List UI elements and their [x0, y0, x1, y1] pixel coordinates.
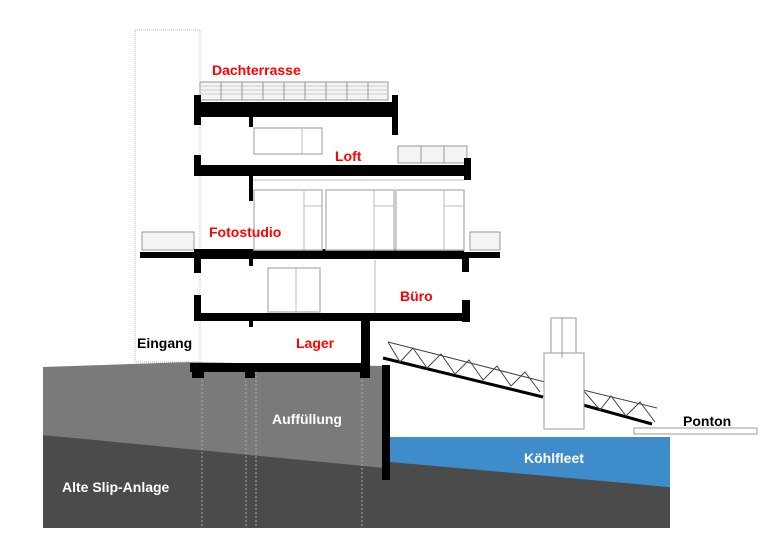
building-structure	[140, 95, 500, 480]
gangway-truss	[382, 341, 658, 426]
roof-railing	[199, 81, 389, 101]
label-roof-terrace: Dachterrasse	[212, 62, 301, 78]
label-old-slipway: Alte Slip-Anlage	[62, 479, 170, 495]
label-office: Büro	[400, 288, 433, 304]
label-fill: Auffüllung	[272, 411, 342, 427]
label-loft: Loft	[335, 148, 362, 164]
windows	[253, 127, 465, 313]
loft-terrace-railing	[397, 145, 468, 164]
balcony-railings	[141, 231, 501, 251]
fill-ground	[43, 362, 385, 468]
stair-tower-outline	[134, 29, 201, 363]
label-photo-studio: Fotostudio	[209, 224, 281, 240]
label-waterway: Köhlfleet	[524, 450, 584, 466]
water	[390, 437, 670, 487]
pontoon-deck	[633, 427, 758, 435]
foundation-lines	[201, 372, 363, 528]
label-storage: Lager	[296, 335, 335, 351]
pylon	[543, 317, 585, 430]
label-entrance: Eingang	[137, 335, 192, 351]
label-pontoon: Ponton	[683, 413, 731, 429]
old-slipway-ground	[43, 435, 670, 528]
